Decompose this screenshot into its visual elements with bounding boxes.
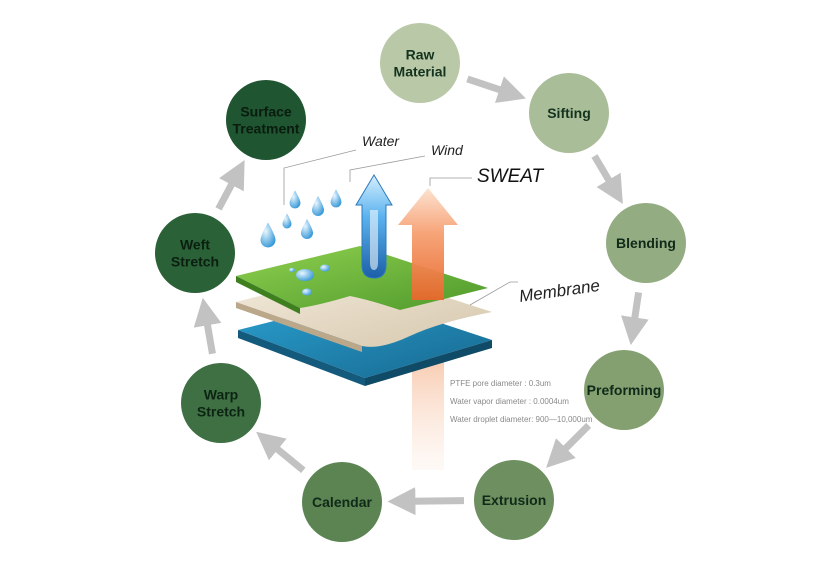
sweat-arrow — [398, 188, 458, 300]
step-label: Preforming — [587, 382, 662, 398]
callout-lines — [283, 149, 518, 306]
water-drop-icon — [260, 189, 342, 248]
cycle-arrows — [193, 75, 649, 516]
step-label: Stretch — [197, 404, 245, 420]
step-circle — [529, 73, 609, 153]
water-drop-icon — [312, 196, 324, 216]
spec-list: PTFE pore diameter : 0.3um Water vapor d… — [450, 379, 593, 424]
step-extrusion: Extrusion — [474, 460, 554, 540]
step-circle — [606, 203, 686, 283]
step-preforming: Preforming — [584, 350, 664, 430]
process-steps: RawMaterialSiftingBlendingPreformingExtr… — [155, 23, 686, 542]
step-circle — [584, 350, 664, 430]
step-label: Extrusion — [482, 492, 547, 508]
step-circle — [474, 460, 554, 540]
water-drop-icon — [260, 222, 276, 248]
step-label: Stretch — [171, 254, 219, 270]
step-label: Raw — [406, 47, 435, 63]
step-label: Blending — [616, 235, 676, 251]
step-label: Sifting — [547, 105, 591, 121]
cycle-arrow-5 — [387, 487, 465, 516]
water-label: Water — [362, 133, 400, 149]
step-circle — [380, 23, 460, 103]
cycle-arrow-7 — [193, 297, 222, 355]
cycle-arrow-2 — [591, 154, 623, 204]
water-drop-icon — [289, 190, 301, 209]
step-label: Material — [394, 64, 447, 80]
step-blending: Blending — [606, 203, 686, 283]
membrane-label: Membrane — [518, 276, 601, 306]
step-label: Treatment — [233, 121, 300, 137]
spec-droplet: Water droplet diameter: 900—10,000um — [450, 415, 593, 424]
step-label: Surface — [240, 104, 292, 120]
step-circle — [226, 80, 306, 160]
water-drop-icon — [301, 219, 313, 239]
step-sifting: Sifting — [529, 73, 609, 153]
cycle-arrow-1 — [466, 75, 526, 103]
water-beads — [289, 264, 330, 296]
cycle-arrow-8 — [215, 160, 245, 211]
cycle-arrow-3 — [621, 291, 649, 346]
step-label: Weft — [180, 237, 210, 253]
sweat-label: SWEAT — [477, 166, 545, 187]
water-drop-icon — [330, 189, 342, 208]
membrane-illustration — [236, 174, 492, 470]
step-calendar: Calendar — [302, 462, 382, 542]
cycle-arrow-4 — [546, 422, 592, 468]
step-label: Calendar — [312, 494, 372, 510]
step-circle — [155, 213, 235, 293]
step-circle — [181, 363, 261, 443]
wind-label: Wind — [431, 142, 464, 158]
step-label: Warp — [204, 387, 238, 403]
cycle-arrow-6 — [256, 431, 306, 474]
step-circle — [302, 462, 382, 542]
water-drop-icon — [282, 213, 292, 229]
spec-pore: PTFE pore diameter : 0.3um — [450, 379, 551, 388]
spec-vapor: Water vapor diameter : 0.0004um — [450, 397, 569, 406]
